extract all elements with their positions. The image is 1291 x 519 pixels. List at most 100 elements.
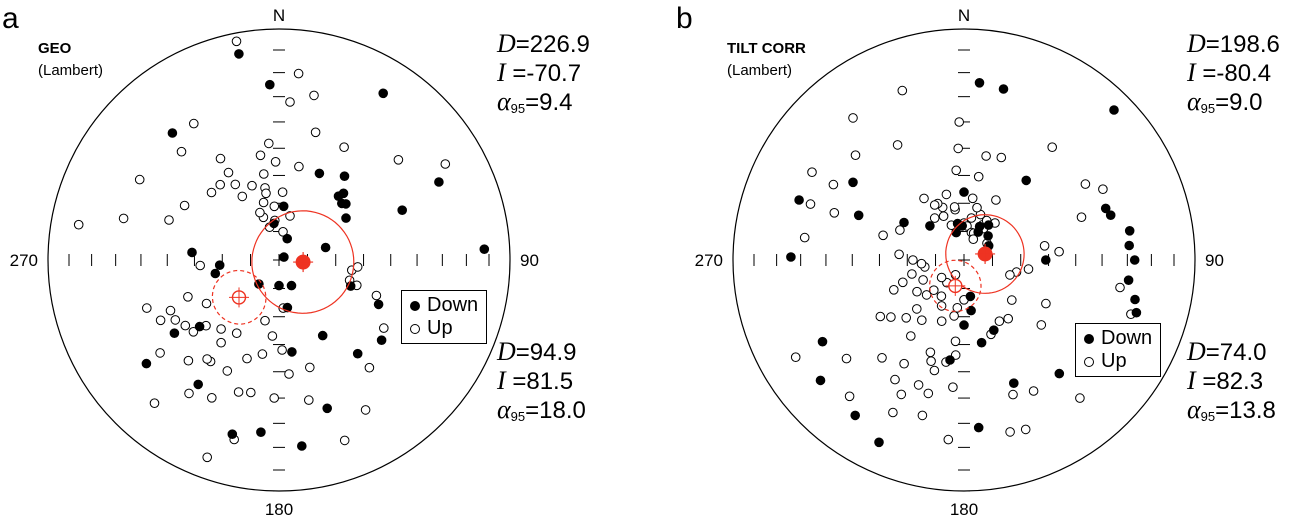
point-up bbox=[907, 269, 917, 279]
point-down bbox=[434, 177, 444, 187]
point-up bbox=[929, 200, 940, 210]
point-up bbox=[188, 327, 199, 337]
point-down bbox=[282, 233, 293, 244]
point-down bbox=[966, 305, 976, 316]
point-up bbox=[906, 331, 916, 341]
point-up bbox=[895, 225, 905, 235]
point-down bbox=[320, 242, 331, 253]
point-down bbox=[945, 355, 955, 365]
point-down bbox=[378, 88, 389, 99]
filled-circle-icon bbox=[410, 300, 420, 311]
point-up bbox=[202, 354, 212, 364]
point-up bbox=[968, 234, 979, 244]
point-down bbox=[1130, 294, 1140, 305]
stat-alpha95: α95=13.8 bbox=[1187, 395, 1276, 425]
stat-alpha95: α95=9.0 bbox=[1187, 87, 1263, 117]
point-down bbox=[279, 252, 289, 262]
point-up bbox=[179, 200, 190, 211]
stats-up: D=226.9 I =-70.7 α95=9.4 bbox=[497, 30, 590, 123]
point-up bbox=[339, 142, 349, 152]
projection-title: GEO bbox=[38, 40, 72, 57]
point-up bbox=[899, 358, 909, 369]
point-down bbox=[141, 358, 152, 369]
point-down bbox=[352, 348, 363, 359]
point-up bbox=[912, 286, 922, 297]
point-up bbox=[360, 405, 371, 415]
point-up bbox=[1080, 179, 1091, 189]
point-down bbox=[794, 195, 804, 205]
point-down bbox=[314, 168, 325, 179]
point-up bbox=[142, 303, 152, 313]
point-up bbox=[829, 208, 840, 218]
point-up bbox=[929, 285, 939, 296]
point-up bbox=[896, 389, 907, 400]
point-up bbox=[230, 179, 241, 190]
point-up bbox=[134, 174, 145, 185]
point-down bbox=[952, 218, 963, 229]
point-down bbox=[339, 171, 350, 181]
stat-inclination: I =81.5 bbox=[497, 366, 574, 396]
point-up bbox=[259, 169, 269, 179]
point-up bbox=[1023, 264, 1034, 274]
point-down bbox=[965, 291, 976, 302]
point-up bbox=[257, 349, 268, 359]
point-down bbox=[1109, 105, 1119, 115]
point-down bbox=[317, 330, 328, 341]
point-down bbox=[234, 49, 244, 59]
point-up bbox=[277, 187, 288, 197]
point-up bbox=[1075, 393, 1085, 403]
compass-north: N bbox=[958, 6, 970, 25]
point-down bbox=[341, 213, 351, 223]
point-up bbox=[222, 366, 233, 376]
point-down bbox=[194, 321, 205, 332]
compass-east: 90 bbox=[1205, 251, 1224, 270]
point-up bbox=[951, 165, 962, 176]
point-up bbox=[943, 434, 954, 445]
point-up bbox=[807, 167, 817, 177]
point-up bbox=[1005, 427, 1015, 437]
point-up bbox=[936, 272, 947, 283]
point-up bbox=[967, 193, 978, 204]
point-down bbox=[373, 299, 384, 310]
point-down bbox=[976, 337, 987, 348]
point-up bbox=[255, 150, 266, 161]
point-down bbox=[951, 227, 962, 238]
compass-west: 270 bbox=[10, 251, 38, 270]
point-up bbox=[255, 207, 265, 218]
point-down bbox=[193, 379, 203, 390]
point-up bbox=[888, 407, 898, 418]
point-down bbox=[297, 441, 307, 451]
point-up bbox=[258, 197, 269, 208]
point-up bbox=[954, 117, 965, 127]
point-up bbox=[118, 213, 129, 224]
point-up bbox=[247, 180, 257, 191]
point-up bbox=[972, 202, 982, 213]
compass-south: 180 bbox=[265, 500, 293, 519]
point-down bbox=[850, 410, 860, 421]
point-up bbox=[926, 356, 936, 367]
point-up bbox=[918, 275, 928, 285]
point-up bbox=[201, 298, 212, 309]
compass-east: 90 bbox=[520, 251, 539, 270]
stat-inclination: I =-70.7 bbox=[497, 58, 582, 88]
point-up bbox=[379, 323, 389, 333]
point-up bbox=[1115, 282, 1125, 293]
stat-alpha95: α95=9.4 bbox=[497, 87, 573, 117]
point-up bbox=[183, 355, 194, 366]
panel-letter: a bbox=[2, 2, 19, 35]
point-up bbox=[1008, 389, 1018, 400]
projection-subtitle: (Lambert) bbox=[727, 62, 793, 79]
point-up bbox=[1005, 270, 1015, 280]
point-up bbox=[267, 331, 278, 341]
point-up bbox=[269, 201, 280, 212]
point-up bbox=[912, 304, 922, 314]
point-down bbox=[1131, 307, 1142, 318]
stat-declination: D=94.9 bbox=[497, 337, 577, 367]
point-up bbox=[897, 85, 908, 96]
point-up bbox=[790, 352, 801, 363]
point-up bbox=[878, 230, 888, 241]
point-up bbox=[285, 97, 295, 107]
point-down bbox=[1105, 210, 1116, 220]
point-down bbox=[983, 231, 993, 241]
